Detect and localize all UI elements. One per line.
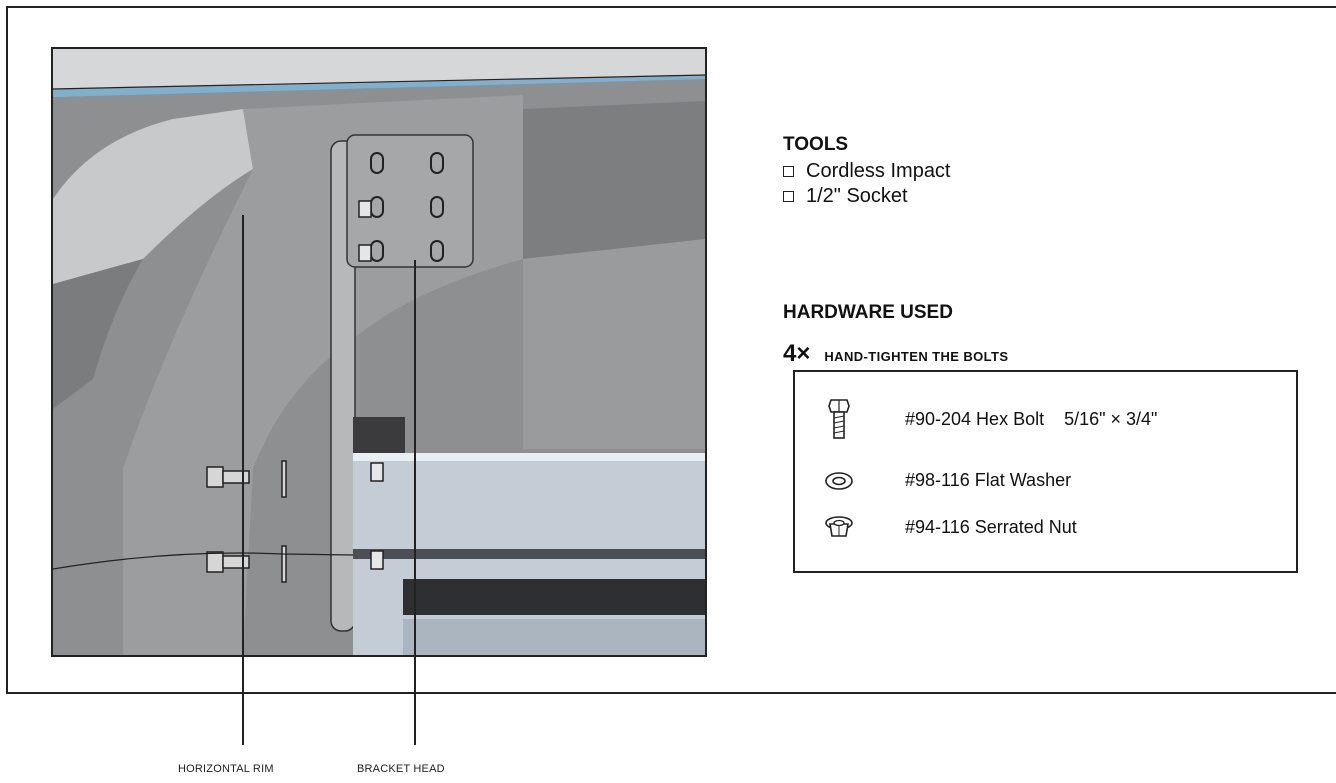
tools-heading: TOOLS bbox=[783, 134, 849, 155]
tool-item-cordless-impact: Cordless Impact bbox=[783, 160, 951, 183]
tool-item-socket: 1/2" Socket bbox=[783, 185, 908, 208]
hex-bolt-icon bbox=[817, 398, 861, 440]
checkbox-icon bbox=[783, 191, 794, 202]
hardware-heading: HARDWARE USED bbox=[783, 302, 953, 323]
hardware-item-flat-washer: #98-116 Flat Washer bbox=[795, 470, 1071, 491]
hardware-item-label: #98-116 Flat Washer bbox=[905, 470, 1072, 490]
page-frame bbox=[6, 6, 1336, 694]
hardware-item-hex-bolt: #90-204 Hex Bolt 5/16" × 3/4" bbox=[795, 398, 1157, 440]
flat-washer-icon bbox=[817, 471, 861, 491]
hardware-item-size: 5/16" × 3/4" bbox=[1064, 408, 1158, 429]
horizontal-rim-leader bbox=[242, 215, 244, 745]
bracket-head-leader bbox=[414, 260, 416, 745]
hardware-item-label: #90-204 Hex Bolt bbox=[905, 408, 1045, 429]
bracket-head-callout: BRACKET HEAD bbox=[357, 763, 445, 775]
hardware-quantity: 4× bbox=[783, 340, 811, 367]
tool-label: 1/2" Socket bbox=[806, 185, 908, 207]
serrated-nut-icon bbox=[817, 514, 861, 540]
tool-label: Cordless Impact bbox=[806, 160, 951, 182]
hardware-box: #90-204 Hex Bolt 5/16" × 3/4" #98-116 Fl… bbox=[793, 370, 1298, 573]
checkbox-icon bbox=[783, 166, 794, 177]
hardware-item-label: #94-116 Serrated Nut bbox=[905, 516, 1077, 537]
hardware-item-serrated-nut: #94-116 Serrated Nut bbox=[795, 514, 1077, 540]
hardware-quantity-row: 4× HAND-TIGHTEN THE BOLTS bbox=[783, 340, 1008, 368]
horizontal-rim-callout: HORIZONTAL RIM bbox=[178, 763, 274, 775]
hardware-instruction: HAND-TIGHTEN THE BOLTS bbox=[824, 349, 1009, 364]
installation-illustration bbox=[51, 47, 707, 657]
